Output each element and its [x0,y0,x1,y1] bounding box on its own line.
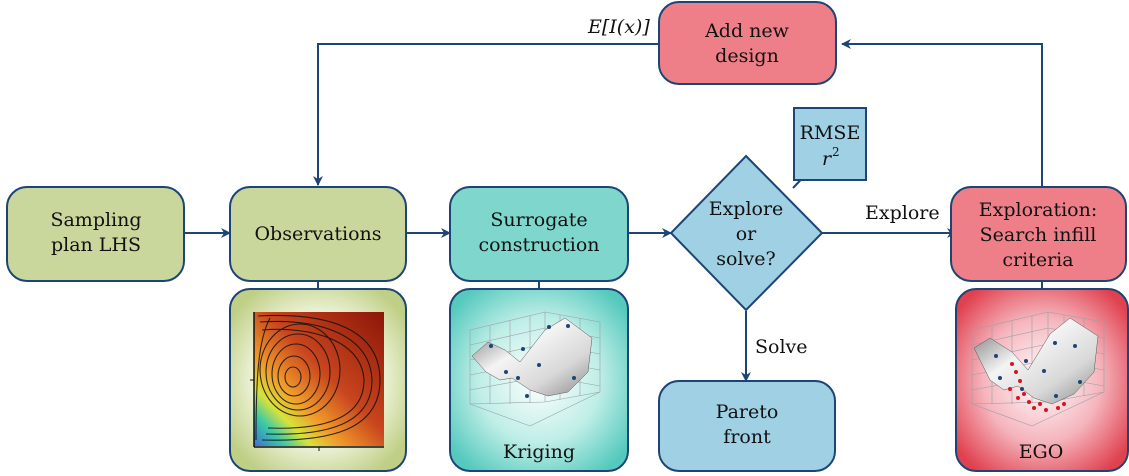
node-add-new-design[interactable]: Add new design [658,1,837,85]
exploration-line2: Search infill [980,224,1097,246]
decision-line2: or [736,223,757,245]
ego-caption: EGO [1019,441,1064,463]
kriging-sample-points [489,324,576,398]
surrogate-line2: construction [478,234,599,256]
edge-exploration-to-add-design [841,39,1043,187]
flow-streamlines [255,314,381,441]
thumbnail-kriging-surface: Kriging [449,288,629,472]
decision-line1: Explore [709,198,784,220]
thumbnail-flow-field [229,288,407,472]
node-sampling-plan[interactable]: Sampling plan LHS [6,186,185,282]
edge-label-expected-improvement: E[I(x)] [587,16,650,38]
pareto-line1: Pareto [716,401,779,423]
node-explore-or-solve-decision[interactable]: Explore or solve? [669,154,824,312]
metrics-rmse: RMSE [800,122,861,144]
observations-label: Observations [254,223,381,245]
node-surrogate-construction[interactable]: Surrogate construction [449,186,629,282]
node-observations[interactable]: Observations [229,186,407,282]
kriging-surface [471,317,593,397]
node-pareto-front[interactable]: Pareto front [658,380,836,472]
ego-infill-points [1008,362,1066,412]
flow-field-heatmap [254,312,384,446]
edge-add-design-to-observations [313,43,659,186]
surrogate-line1: Surrogate [490,209,587,231]
exploration-line1: Exploration: [979,199,1097,221]
add-design-line1: Add new [704,20,790,42]
edge-label-explore: Explore [865,202,940,224]
sampling-line1: Sampling [50,209,141,231]
metrics-r: r [822,148,833,170]
add-design-line2: design [715,45,779,67]
edge-label-solve: Solve [755,336,808,358]
pareto-line2: front [723,426,771,448]
sampling-line2: plan LHS [51,234,141,256]
kriging-caption: Kriging [503,441,575,463]
ego-initial-points [994,341,1082,398]
node-exploration[interactable]: Exploration: Search infill criteria [950,186,1127,282]
thumbnail-ego-surface: EGO [955,288,1129,472]
metrics-r-sup: 2 [832,145,840,159]
edges [184,39,1043,382]
exploration-line3: criteria [1002,249,1073,271]
node-metrics[interactable]: RMSE r 2 [793,107,867,181]
decision-line3: solve? [716,248,775,270]
